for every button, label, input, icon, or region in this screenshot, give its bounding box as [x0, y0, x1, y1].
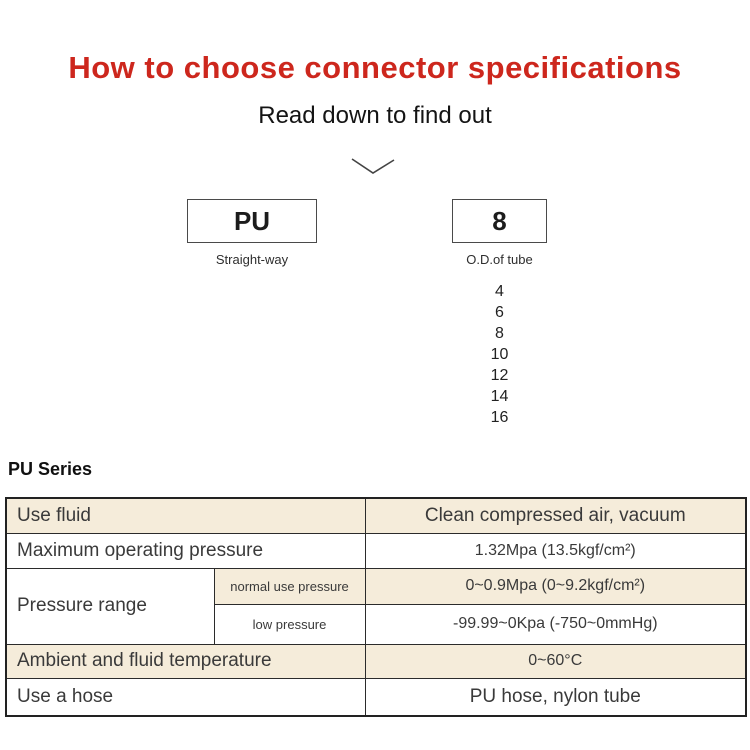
tube-od-option: 6: [495, 304, 504, 321]
series-code: PU: [233, 205, 271, 236]
table-row-hose: Use a hose PU hose, nylon tube: [5, 677, 747, 717]
tube-od-options-list: 4 6 8 10 12 14 16: [452, 281, 547, 428]
row-label-hose: Use a hose: [5, 677, 366, 717]
series-table-title: PU Series: [8, 459, 93, 479]
row-value-normal-pressure: 0~0.9Mpa (0~9.2kgf/cm²): [364, 567, 747, 605]
row-value-temperature: 0~60°C: [364, 643, 747, 679]
tube-od-option: 16: [490, 409, 509, 426]
tube-od-option: 4: [495, 283, 504, 300]
sub-label-low-pressure: low pressure: [213, 603, 366, 645]
table-row-low-pressure: low pressure -99.99~0Kpa (-750~0mmHg): [6, 603, 747, 645]
row-value-hose: PU hose, nylon tube: [364, 677, 747, 717]
chevron-down-icon: [350, 156, 396, 181]
tube-od-option: 10: [490, 346, 509, 363]
row-value-low-pressure: -99.99~0Kpa (-750~0mmHg): [364, 603, 747, 645]
tube-od-option: 8: [495, 325, 504, 342]
row-label-max-pressure: Maximum operating pressure: [5, 532, 366, 569]
size-code-label: O.D.of tube: [466, 252, 533, 267]
tube-od-option: 14: [490, 388, 509, 405]
table-row-temperature: Ambient and fluid temperature 0~60°C: [5, 643, 747, 679]
series-code-label: Straight-way: [215, 252, 289, 267]
table-row-use-fluid: Use fluid Clean compressed air, vacuum: [5, 497, 747, 534]
row-label-temperature: Ambient and fluid temperature: [5, 643, 366, 679]
code-box-series: PU: [187, 199, 317, 243]
page-subtitle: Read down to find out: [258, 102, 492, 129]
tube-od-option: 12: [490, 367, 509, 384]
spec-table: Use fluid Clean compressed air, vacuum M…: [5, 497, 748, 717]
code-box-size: 8: [452, 199, 547, 243]
row-value-max-pressure: 1.32Mpa (13.5kgf/cm²): [364, 532, 747, 569]
page-title: How to choose connector specifications: [68, 50, 682, 85]
table-row-normal-pressure: Pressure range normal use pressure 0~0.9…: [5, 567, 747, 645]
row-label-pressure-range: Pressure range: [5, 567, 215, 645]
row-value-use-fluid: Clean compressed air, vacuum: [364, 497, 747, 534]
row-label-use-fluid: Use fluid: [5, 497, 366, 534]
table-row-max-pressure: Maximum operating pressure 1.32Mpa (13.5…: [5, 532, 747, 569]
size-code: 8: [492, 205, 507, 236]
sub-label-normal-use-pressure: normal use pressure: [213, 567, 366, 605]
